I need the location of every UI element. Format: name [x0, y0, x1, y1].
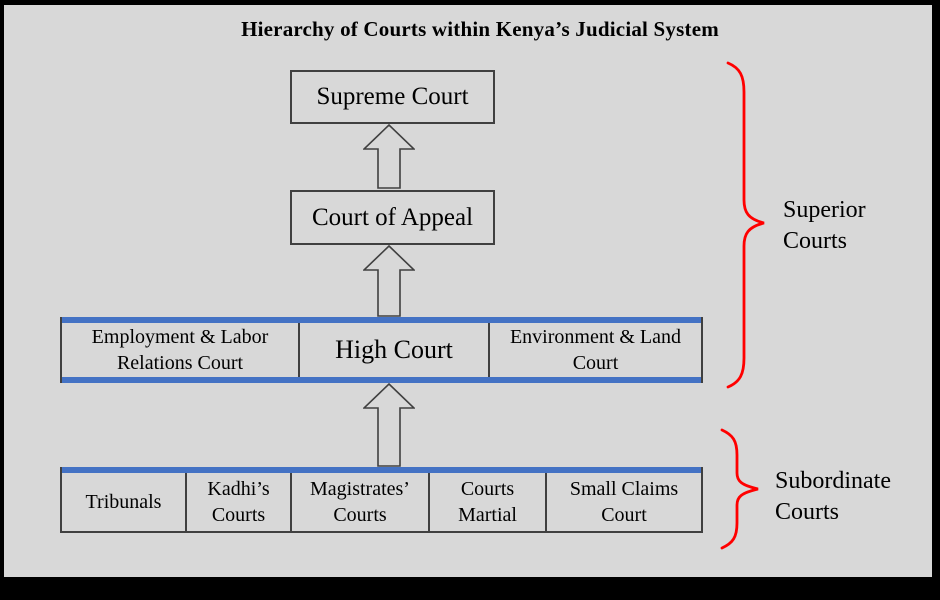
court-of-appeal-label: Court of Appeal — [311, 203, 474, 231]
supreme-court-box: Supreme Court — [290, 70, 495, 124]
high-court-cells: Employment & Labor Relations Court High … — [62, 323, 701, 377]
blue-bar-bottom — [62, 377, 701, 383]
subordinate-cells: Tribunals Kadhi’s Courts Magistrates’ Co… — [62, 473, 701, 531]
high-court-row: Employment & Labor Relations Court High … — [60, 317, 703, 383]
cell-courts-martial: Courts Martial — [428, 473, 545, 531]
superior-courts-brace-icon — [726, 61, 765, 389]
diagram-title: Hierarchy of Courts within Kenya’s Judic… — [241, 17, 719, 41]
diagram-canvas: Hierarchy of Courts within Kenya’s Judic… — [4, 5, 932, 577]
cell-small-claims-court: Small Claims Court — [545, 473, 701, 531]
cell-employment-labor-relations-court: Employment & Labor Relations Court — [91, 326, 269, 374]
up-arrow-icon — [363, 383, 415, 467]
superior-courts-label: Superior Courts — [783, 197, 866, 254]
cell-tribunals: Tribunals — [85, 491, 162, 513]
cell-kadhis-courts: Kadhi’s Courts — [185, 473, 290, 531]
cell-environment-land-court: Environment & Land Court — [488, 323, 701, 377]
blue-bar-top — [62, 467, 701, 473]
cell-magistrates-courts: Magistrates’ Courts — [290, 473, 428, 531]
up-arrow-icon — [363, 124, 415, 189]
subordinate-courts-brace-icon — [720, 428, 759, 550]
court-of-appeal-box: Court of Appeal — [290, 190, 495, 245]
subordinate-courts-label: Subordinate Courts — [775, 468, 891, 525]
supreme-court-label: Supreme Court — [316, 83, 469, 110]
cell-high-court: High Court — [298, 323, 488, 377]
up-arrow-icon — [363, 245, 415, 317]
blue-bar-top — [62, 317, 701, 323]
subordinate-courts-row: Tribunals Kadhi’s Courts Magistrates’ Co… — [60, 467, 703, 533]
